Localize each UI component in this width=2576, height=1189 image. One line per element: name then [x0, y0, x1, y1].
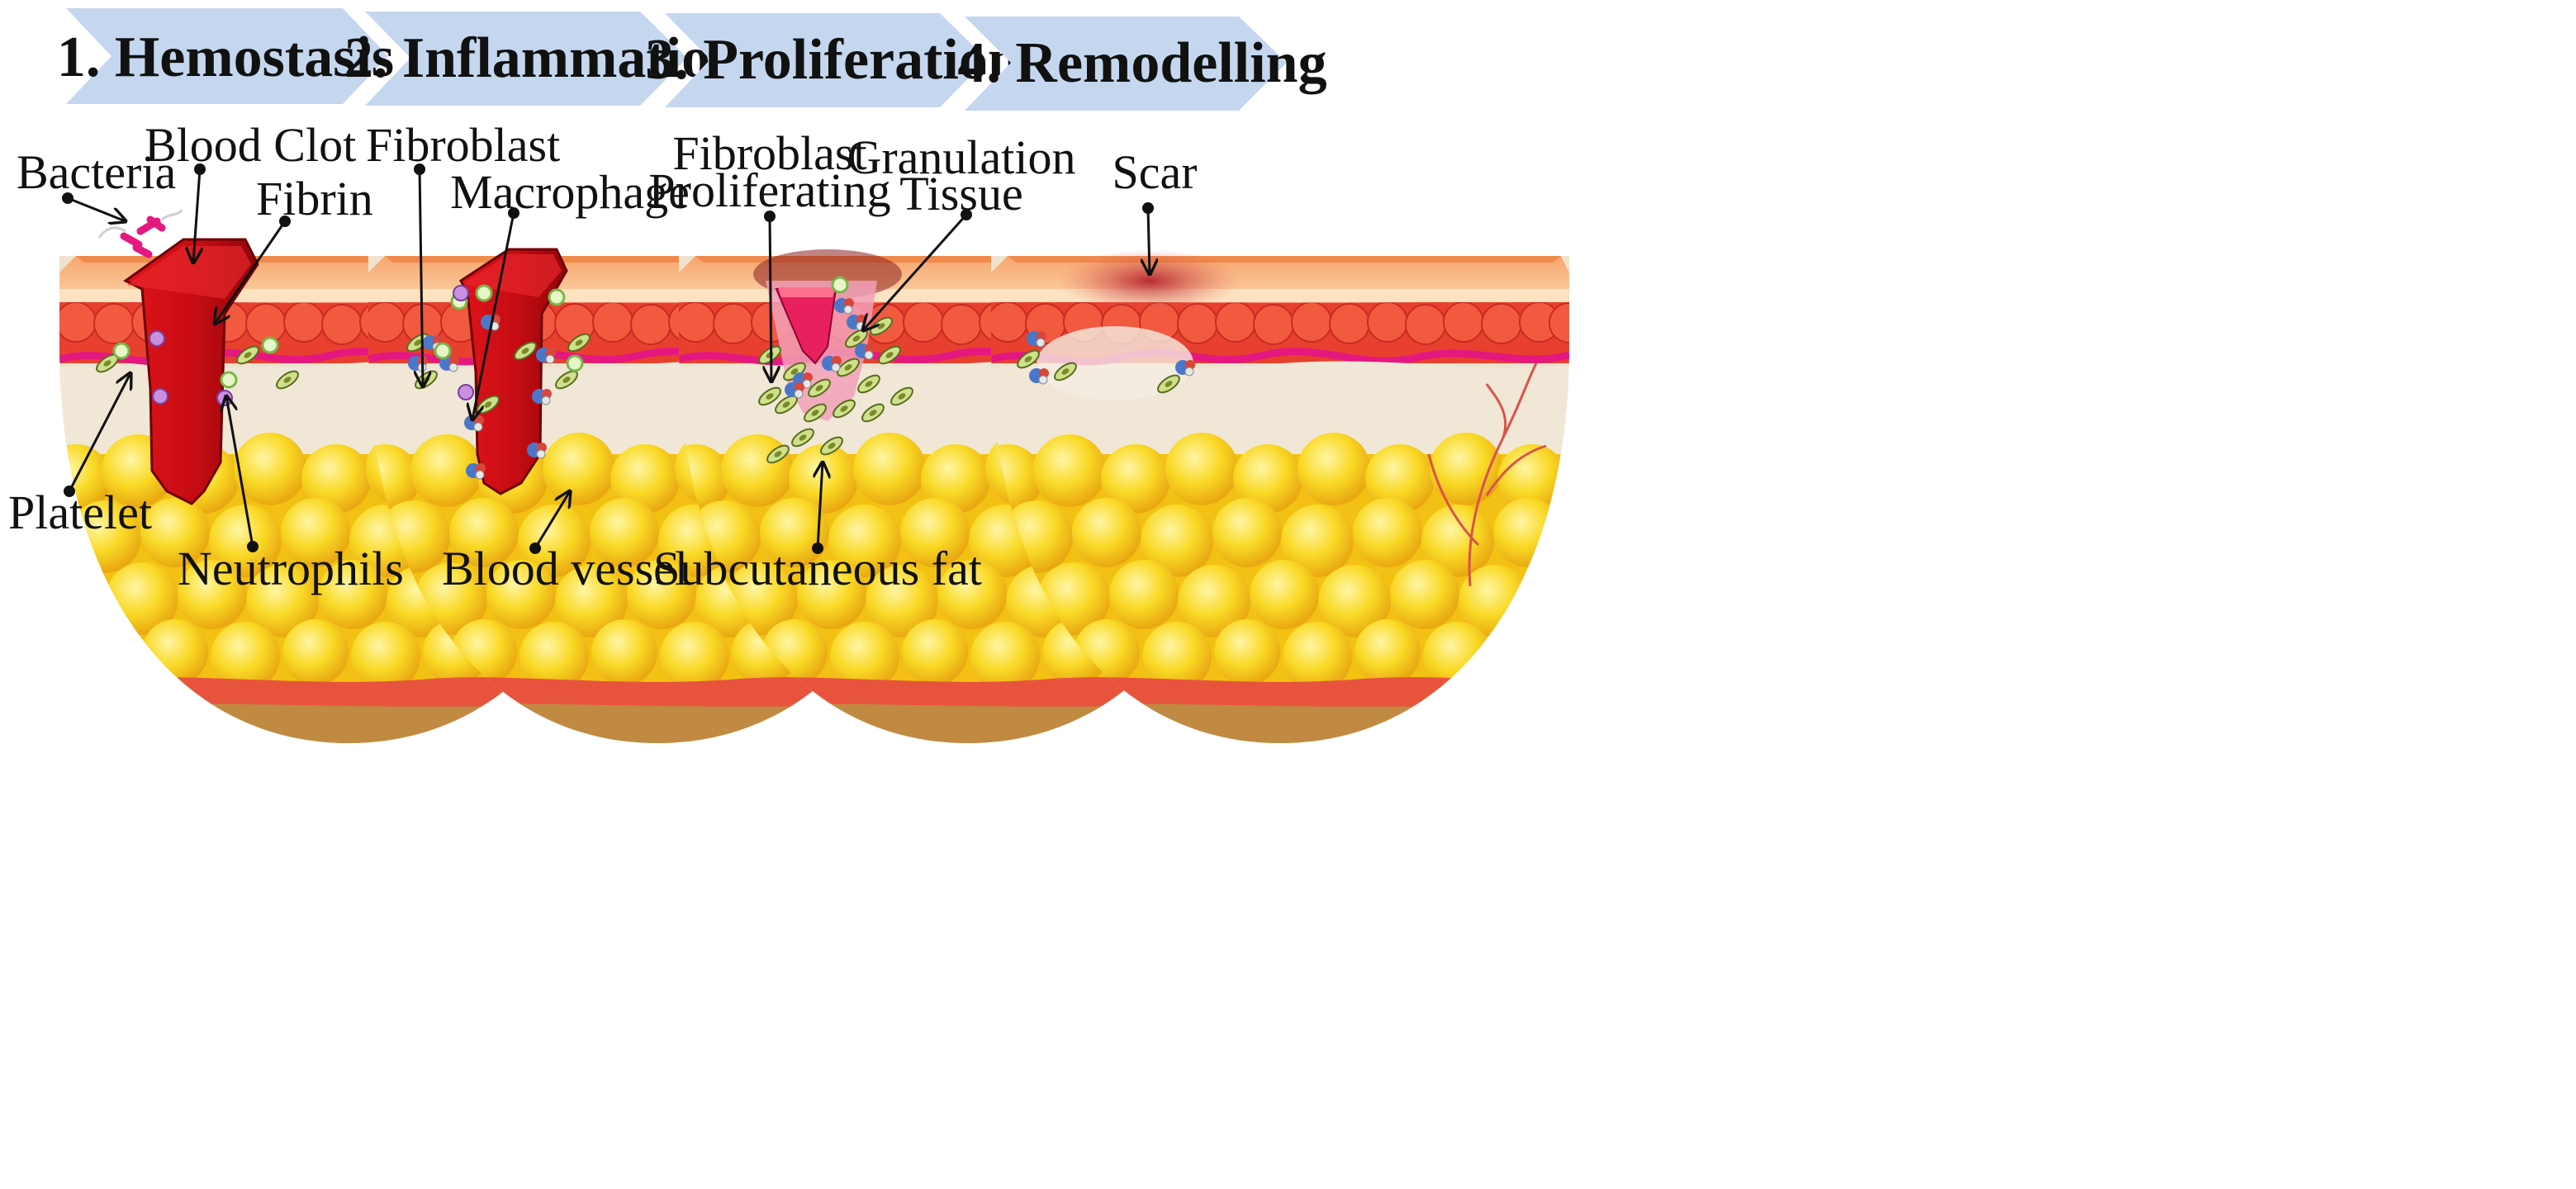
svg-text:Bacteria: Bacteria	[17, 145, 176, 199]
stage-title-hemostasis: 1. Hemostasis	[57, 26, 394, 89]
blood-clot-shape	[123, 238, 259, 505]
stage-title-inflammation: 2. Inflammation	[344, 26, 742, 90]
svg-text:Macrophage: Macrophage	[450, 165, 690, 219]
stage-chevron-proliferation: 3. Proliferation	[645, 13, 1020, 107]
bacteria-icon	[120, 216, 166, 258]
label-subcutaneous-fat: Subcutaneous fat	[653, 462, 982, 595]
svg-text:Fibroblast: Fibroblast	[366, 118, 560, 172]
stage-title-proliferation: 3. Proliferation	[645, 28, 1020, 92]
blood-clot-shape-2	[459, 248, 568, 495]
panel-proliferation	[661, 249, 1283, 768]
stage-title-remodelling: 4. Remodelling	[957, 31, 1326, 95]
label-macrophage: Macrophage	[450, 165, 690, 419]
svg-text:Blood vessel: Blood vessel	[442, 542, 688, 595]
svg-text:Granulation: Granulation	[847, 130, 1075, 184]
svg-text:Tissue: Tissue	[899, 167, 1022, 220]
panel-inflammation	[350, 248, 973, 768]
label-fibrin: Fibrin	[215, 172, 373, 324]
stage-chevron-inflammation: 2. Inflammation	[344, 12, 742, 106]
panel-hemostasis	[41, 238, 664, 768]
label-blood-vessel: Blood vessel	[442, 491, 688, 595]
svg-text:Blood Clot: Blood Clot	[145, 118, 356, 172]
scar-shape	[1059, 249, 1241, 312]
svg-text:Fibroblast: Fibroblast	[672, 126, 866, 180]
svg-text:Neutrophils: Neutrophils	[178, 542, 404, 595]
label-scar: Scar	[1112, 145, 1198, 274]
stage-banner: 1. Hemostasis 2. Inflammation 3. Prolife…	[57, 8, 1327, 111]
stage-chevron-remodelling: 4. Remodelling	[957, 17, 1327, 111]
label-platelet: Platelet	[8, 373, 152, 539]
svg-text:Scar: Scar	[1112, 145, 1197, 199]
svg-text:Proliferating: Proliferating	[648, 163, 890, 217]
svg-text:Fibrin: Fibrin	[256, 172, 373, 225]
label-bacteria: Bacteria	[17, 145, 176, 221]
label-granulation-tissue: Granulation Tissue	[847, 130, 1076, 330]
panel-remodelling	[973, 249, 1596, 768]
label-fibroblast-proliferating: Fibroblast Proliferating	[648, 126, 891, 381]
label-fibroblast: Fibroblast	[366, 118, 560, 386]
svg-text:Platelet: Platelet	[8, 486, 152, 539]
label-neutrophils: Neutrophils	[178, 396, 404, 595]
stage-chevron-hemostasis: 1. Hemostasis	[57, 8, 394, 104]
label-blood-clot: Blood Clot	[145, 118, 356, 263]
